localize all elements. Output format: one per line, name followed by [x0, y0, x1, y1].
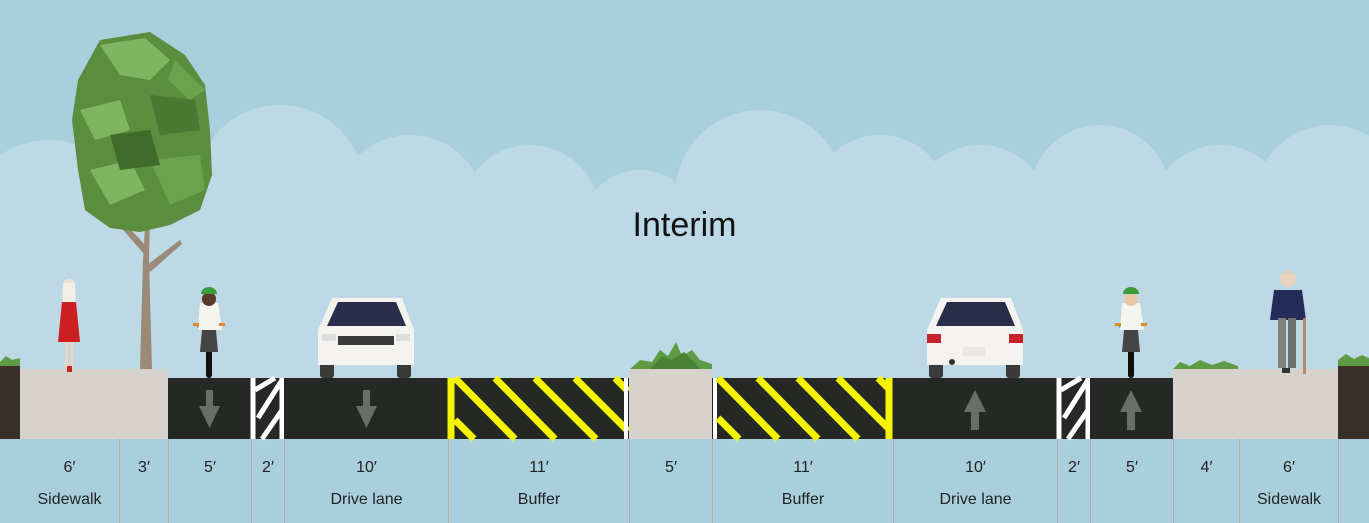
segment-width: 10′ [965, 459, 986, 476]
segment-width: 5′ [665, 459, 677, 476]
segment-name: Buffer [517, 491, 561, 508]
segment-width: 11′ [529, 459, 549, 476]
arrow-down-icon [199, 390, 220, 428]
segment-left-separator: 2′ [251, 439, 284, 523]
arrow-down-icon [356, 390, 377, 428]
segment-left-buffer: 11′ Buffer [448, 439, 629, 523]
segment-width: 2′ [1068, 459, 1080, 476]
segment-right-bike-lane: 5′ [1090, 439, 1173, 523]
right-buffer [712, 378, 893, 439]
segment-name: Drive lane [939, 491, 1012, 508]
right-sidewalk-surface [1173, 369, 1338, 439]
elderly-pedestrian-icon [1270, 269, 1306, 374]
segment-left-planting: 3′ [119, 439, 168, 523]
pedestrian-icon [58, 279, 80, 372]
left-sidewalk-surface [20, 369, 168, 439]
segment-right-sidewalk: 6′ Sidewalk [1239, 439, 1338, 523]
segment-right-separator: 2′ [1057, 439, 1090, 523]
segment-width: 11′ [793, 459, 813, 476]
segment-width: 5′ [204, 459, 216, 476]
soil-right [1338, 362, 1369, 439]
segment-median: 5′ [629, 439, 712, 523]
left-buffer [448, 378, 629, 439]
cyclist-icon [193, 287, 225, 378]
segment-name: Drive lane [330, 491, 403, 508]
car-front-icon [318, 298, 414, 378]
segment-right-drive-lane: 10′ Drive lane [893, 439, 1057, 523]
segment-right-edge [1338, 439, 1369, 523]
segment-width: 10′ [356, 459, 377, 476]
segment-left-drive-lane: 10′ Drive lane [284, 439, 448, 523]
segment-name: Sidewalk [1256, 491, 1322, 508]
car-rear-icon [927, 298, 1023, 378]
arrow-up-icon [964, 390, 986, 430]
segment-left-sidewalk: 6′ Sidewalk [20, 439, 119, 523]
segment-width: 5′ [1126, 459, 1138, 476]
grass-strip [1173, 360, 1238, 369]
segment-right-planting: 4′ [1173, 439, 1239, 523]
segment-width: 4′ [1200, 459, 1213, 476]
segment-name: Sidewalk [37, 491, 102, 508]
arrow-up-icon [1120, 390, 1142, 430]
segment-name: Buffer [781, 491, 825, 508]
median-surface [629, 369, 712, 439]
segment-width: 6′ [1283, 459, 1295, 476]
segment-width: 2′ [262, 459, 274, 476]
segment-right-buffer: 11′ Buffer [712, 439, 893, 523]
section-title: Interim [632, 206, 737, 244]
segment-labels: 6′ Sidewalk 3′ 5′ 2′ 10′ Drive lane 11′ … [0, 439, 1369, 523]
cyclist-icon [1115, 287, 1147, 378]
soil-left [0, 362, 20, 439]
segment-width: 3′ [138, 459, 150, 476]
shrub-icon [630, 342, 712, 369]
segment-left-bike-lane: 5′ [168, 439, 251, 523]
segment-width: 6′ [63, 459, 76, 476]
tree-icon [72, 32, 212, 369]
